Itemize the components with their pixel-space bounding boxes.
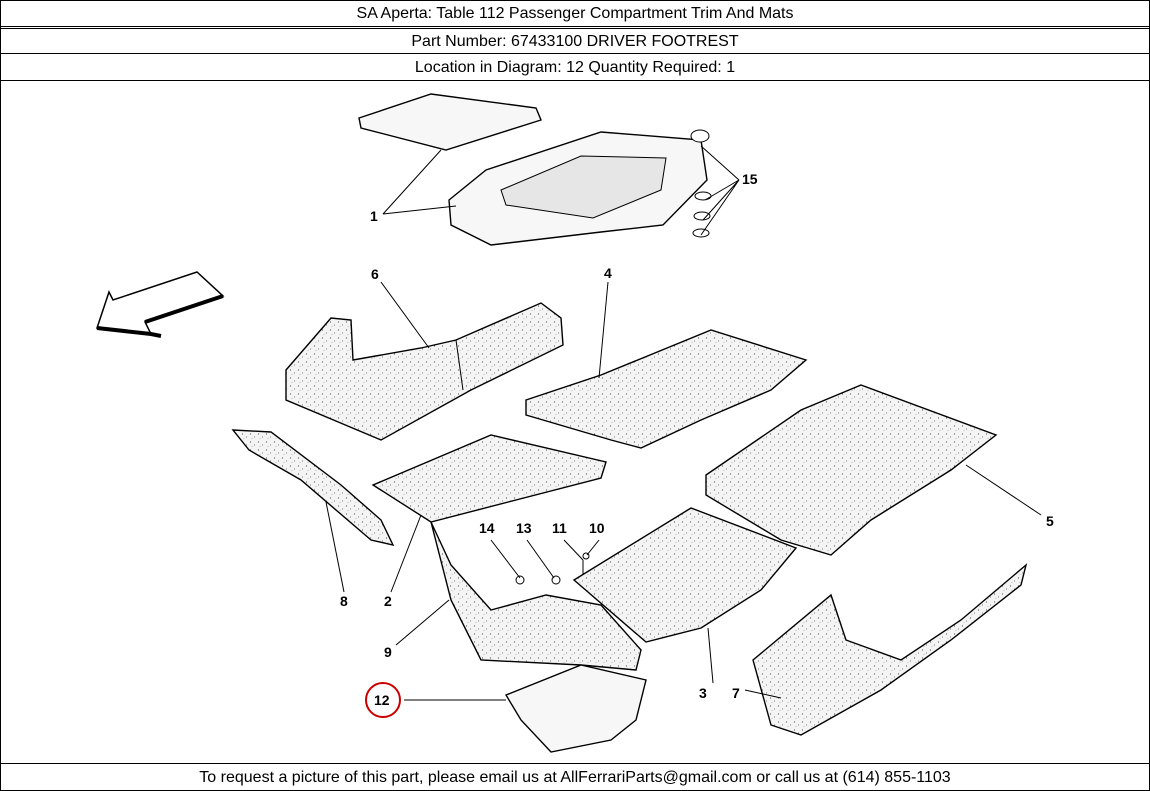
location-line: Location in Diagram: 12 Quantity Require… <box>0 55 1150 81</box>
callout-2: 2 <box>384 593 392 609</box>
part-4-rear-carpet <box>525 329 808 449</box>
part-6-tunnel-trim <box>285 302 564 441</box>
part-5-right-carpet <box>705 384 998 556</box>
leader-lines <box>325 145 1042 701</box>
table-title: SA Aperta: Table 112 Passenger Compartme… <box>0 1 1150 27</box>
part-12-driver-footrest <box>504 664 647 753</box>
callout-9: 9 <box>384 644 392 660</box>
callout-7: 7 <box>732 685 740 701</box>
part-9-footwell <box>430 521 642 671</box>
part-15-fasteners <box>690 129 712 238</box>
direction-arrow <box>95 271 225 338</box>
callout-3: 3 <box>699 685 707 701</box>
part-7-rear-trim <box>752 563 1028 736</box>
callout-labels: 1 15 6 4 8 2 14 13 11 10 9 3 7 5 <box>340 171 1054 701</box>
part-8-side-trim <box>231 429 395 547</box>
callout-13: 13 <box>516 520 532 536</box>
callout-15: 15 <box>742 171 758 187</box>
callout-5: 5 <box>1046 513 1054 529</box>
callout-14: 14 <box>479 520 495 536</box>
callout-11: 11 <box>552 520 567 536</box>
callout-1: 1 <box>370 208 378 224</box>
part-3-floor-mat <box>572 507 798 643</box>
part-2-floor-panel <box>371 434 607 523</box>
callout-4: 4 <box>604 265 612 281</box>
callout-6: 6 <box>371 266 379 282</box>
parts-diagram: 1 15 6 4 8 2 14 13 11 10 9 3 7 5 12 <box>95 93 1054 753</box>
callout-8: 8 <box>340 593 348 609</box>
callout-12: 12 <box>374 692 390 708</box>
small-fasteners <box>515 552 590 585</box>
callout-10: 10 <box>589 520 605 536</box>
contact-footer: To request a picture of this part, pleas… <box>0 763 1150 791</box>
part-1-floor-mats <box>358 93 708 246</box>
highlighted-callout-12: 12 <box>365 682 401 718</box>
part-number-line: Part Number: 67433100 DRIVER FOOTREST <box>0 28 1150 54</box>
